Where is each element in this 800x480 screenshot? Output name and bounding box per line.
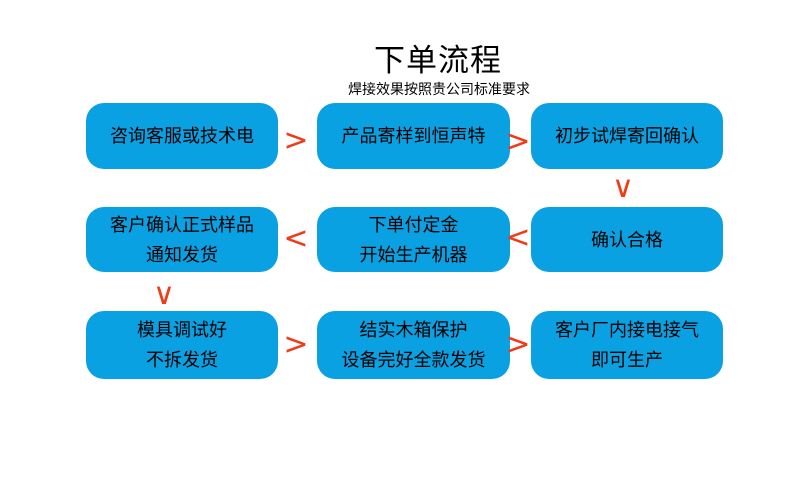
arrow-left-icon: < (505, 220, 531, 255)
step-send-sample: 产品寄样到恒声特 (317, 103, 510, 169)
arrow-right-icon: > (505, 327, 531, 362)
step-crate-full-payment: 结实木箱保护 设备完好全款发货 (317, 311, 510, 379)
page-subtitle: 焊接效果按照贵公司标准要求 (348, 81, 530, 97)
page-title: 下单流程 (374, 43, 502, 78)
step-trial-weld-confirm: 初步试焊寄回确认 (531, 103, 723, 169)
arrow-down-icon: ∨ (612, 170, 634, 205)
arrow-right-icon: > (505, 124, 531, 159)
step-text-line: 开始生产机器 (359, 244, 468, 265)
step-text-line: 即可生产 (591, 350, 663, 370)
arrow-down-icon: ∨ (153, 277, 175, 312)
step-text-line: 咨询客服或技术电 (110, 126, 254, 146)
step-order-deposit: 下单付定金 开始生产机器 (317, 207, 510, 272)
step-customer-power-gas: 客户厂内接电接气 即可生产 (531, 311, 723, 379)
step-text-line: 通知发货 (146, 244, 218, 265)
step-text-line: 确认合格 (591, 229, 663, 250)
step-text-line: 客户厂内接电接气 (555, 320, 699, 340)
step-text-line: 客户确认正式样品 (110, 214, 254, 235)
step-consult-service: 咨询客服或技术电 (86, 103, 278, 169)
step-confirm-sample-ship-notice: 客户确认正式样品 通知发货 (86, 207, 278, 272)
step-text-line: 设备完好全款发货 (341, 350, 486, 370)
step-text-line: 产品寄样到恒声特 (341, 126, 486, 146)
step-text-line: 不拆发货 (146, 350, 218, 370)
step-text-line: 初步试焊寄回确认 (555, 126, 699, 146)
step-confirm-qualified: 确认合格 (531, 207, 723, 272)
step-text-line: 下单付定金 (368, 214, 459, 235)
arrow-right-icon: > (283, 123, 309, 158)
arrow-left-icon: < (283, 221, 309, 256)
step-mold-debug: 模具调试好 不拆发货 (86, 311, 278, 379)
arrow-right-icon: > (283, 327, 309, 362)
step-text-line: 结实木箱保护 (359, 320, 468, 340)
step-text-line: 模具调试好 (137, 320, 227, 340)
